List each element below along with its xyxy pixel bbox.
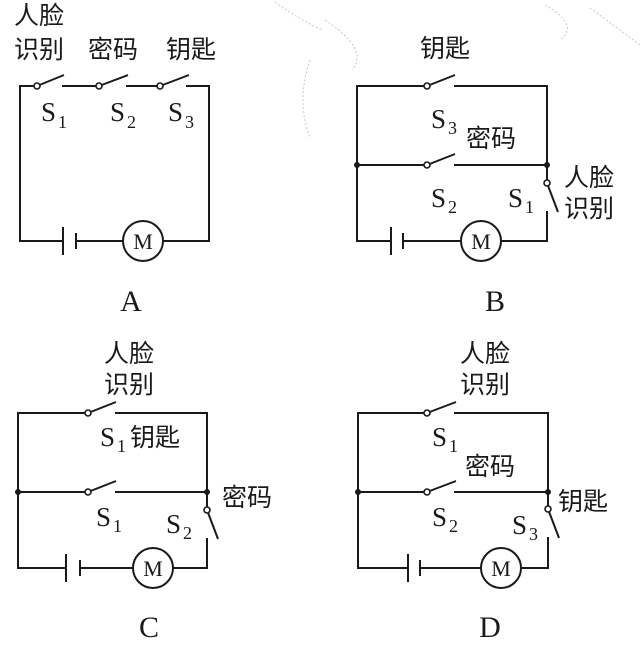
switch-s1[interactable] [33, 74, 65, 90]
svg-text:S: S [431, 183, 446, 213]
option-label-b: B [485, 285, 505, 318]
junction-left [354, 162, 360, 168]
battery [62, 227, 77, 255]
label-face: 人脸 [14, 1, 64, 30]
switch-label-s1: S 1 [432, 422, 458, 456]
label-key: 钥匙 [558, 487, 608, 516]
switch-label-s1-middle: S 1 [96, 502, 122, 536]
label-recognition: 识别 [460, 370, 510, 399]
svg-text:S: S [96, 502, 111, 532]
svg-text:S: S [41, 97, 56, 127]
svg-text:1: 1 [449, 436, 458, 456]
switch-label-s1: S 1 [508, 183, 534, 217]
wire-top-right [454, 412, 549, 510]
svg-text:S: S [110, 97, 125, 127]
label-password: 密码 [222, 483, 272, 512]
switch-s2[interactable] [423, 480, 457, 496]
svg-text:2: 2 [183, 523, 192, 543]
switch-s2[interactable] [423, 153, 456, 169]
option-label-a: A [120, 285, 142, 318]
svg-text:1: 1 [117, 436, 126, 456]
svg-text:S: S [100, 422, 115, 452]
switch-label-s2: S 2 [110, 97, 136, 132]
option-label-c: C [139, 611, 159, 644]
svg-text:S: S [508, 183, 523, 213]
svg-text:1: 1 [113, 516, 122, 536]
switch-label-s3: S 3 [431, 104, 457, 138]
label-face: 人脸 [104, 339, 154, 368]
junction-right [204, 489, 210, 495]
label-key: 钥匙 [420, 34, 470, 63]
junction-left [15, 489, 21, 495]
wire-top-right [115, 412, 208, 511]
junction-right [544, 162, 550, 168]
svg-text:S: S [431, 104, 446, 134]
watermark [274, 1, 641, 139]
switch-s2[interactable] [95, 74, 129, 90]
switch-s1-middle[interactable] [84, 480, 117, 496]
circuit-a: M 人脸 识别 密码 钥匙 S 1 S 2 S 3 A [14, 1, 216, 318]
svg-text:2: 2 [449, 516, 458, 536]
circuit-c: M 人脸 识别 S 1 钥匙 S 1 S 2 密码 C [15, 339, 272, 644]
wire-top-right [454, 85, 548, 184]
label-face: 人脸 [564, 163, 614, 192]
switch-label-s1-top: S 1 [100, 422, 126, 456]
svg-text:M: M [471, 229, 491, 254]
switch-s1[interactable] [423, 401, 457, 417]
wire-loop [356, 85, 548, 242]
label-password: 密码 [466, 124, 516, 153]
switch-label-s2: S 2 [166, 509, 192, 543]
label-password: 密码 [88, 35, 138, 64]
battery [65, 554, 81, 582]
wire-loop [19, 85, 210, 242]
svg-text:3: 3 [448, 118, 457, 138]
svg-text:S: S [432, 422, 447, 452]
switch-label-s2: S 2 [432, 502, 458, 536]
junction-right [545, 489, 551, 495]
svg-text:1: 1 [58, 112, 67, 132]
label-recognition: 识别 [14, 35, 64, 64]
svg-text:3: 3 [185, 112, 194, 132]
label-key: 钥匙 [130, 423, 180, 452]
battery [407, 554, 421, 582]
label-recognition: 识别 [104, 370, 154, 399]
motor: M [122, 220, 164, 262]
svg-text:S: S [166, 509, 181, 539]
svg-text:2: 2 [448, 197, 457, 217]
battery [390, 227, 404, 255]
switch-label-s2: S 2 [431, 183, 457, 217]
switch-label-s3: S 3 [168, 97, 194, 132]
switch-s3[interactable] [423, 74, 456, 90]
svg-text:3: 3 [529, 524, 538, 544]
svg-text:M: M [133, 229, 153, 254]
switch-label-s1: S 1 [41, 97, 67, 132]
switch-s2[interactable] [203, 506, 219, 540]
svg-text:S: S [512, 510, 527, 540]
circuit-b: M 钥匙 密码 人脸 识别 S 3 S 2 S 1 B [354, 34, 614, 318]
svg-text:2: 2 [127, 112, 136, 132]
svg-text:M: M [491, 556, 511, 581]
switch-s1[interactable] [543, 179, 559, 213]
label-recognition: 识别 [564, 194, 614, 223]
label-password: 密码 [465, 452, 515, 481]
junction-left [355, 489, 361, 495]
label-key: 钥匙 [166, 35, 216, 64]
switch-label-s3: S 3 [512, 510, 538, 544]
motor: M [132, 547, 174, 589]
switch-s3[interactable] [544, 505, 560, 539]
motor: M [480, 547, 522, 589]
svg-text:1: 1 [525, 197, 534, 217]
motor: M [460, 220, 502, 262]
circuit-d: M 人脸 识别 S 1 密码 S 2 S 3 钥匙 D [355, 339, 608, 644]
svg-text:M: M [143, 556, 163, 581]
svg-text:S: S [168, 97, 183, 127]
switch-s1-top[interactable] [84, 401, 117, 417]
label-face: 人脸 [460, 339, 510, 368]
option-label-d: D [479, 611, 501, 644]
switch-s3[interactable] [156, 74, 190, 90]
svg-text:S: S [432, 502, 447, 532]
